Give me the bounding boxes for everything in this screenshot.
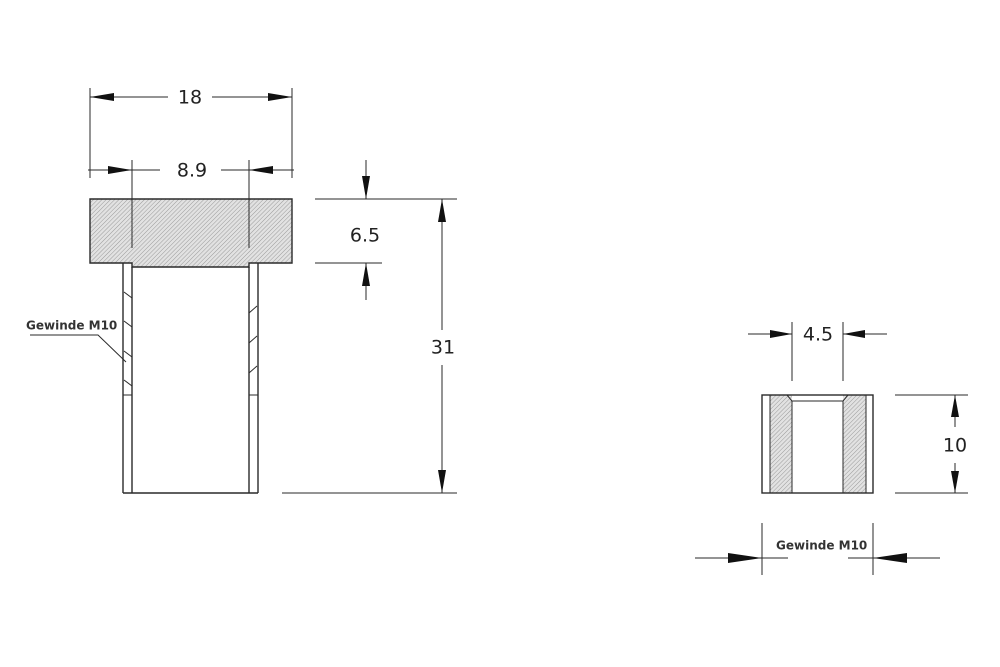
thread-marks bbox=[123, 291, 258, 387]
dim-overall-width: 18 bbox=[178, 87, 202, 109]
dim-head-height: 6.5 bbox=[350, 225, 380, 247]
dim-shaft-inner: 8.9 bbox=[177, 160, 207, 182]
dimension-4-5: 4.5 bbox=[748, 322, 887, 381]
nut-outline bbox=[761, 394, 874, 494]
head-section bbox=[89, 198, 293, 268]
thread-label: Gewinde M10 bbox=[26, 319, 117, 333]
nut-hatch-right bbox=[843, 395, 866, 493]
dimension-8-9: 8.9 bbox=[88, 160, 294, 248]
dim-nut-height: 10 bbox=[943, 435, 967, 457]
shaft bbox=[122, 263, 259, 494]
thread-callout: Gewinde M10 bbox=[26, 319, 127, 363]
dimension-10: 10 bbox=[895, 394, 968, 494]
nut-hatch-left bbox=[770, 395, 792, 493]
nut-view: 4.5 10 Gewinde M10 bbox=[695, 322, 968, 575]
dimension-18: 18 bbox=[89, 87, 293, 178]
side-view: 18 8.9 6.5 31 bbox=[26, 87, 457, 494]
dim-total-height: 31 bbox=[431, 337, 455, 359]
dim-hole: 4.5 bbox=[803, 324, 833, 346]
dimension-6-5: 6.5 bbox=[315, 160, 457, 300]
dimension-thread: Gewinde M10 bbox=[695, 523, 940, 575]
dimension-31: 31 bbox=[282, 199, 457, 494]
nut-thread-label: Gewinde M10 bbox=[776, 539, 867, 553]
